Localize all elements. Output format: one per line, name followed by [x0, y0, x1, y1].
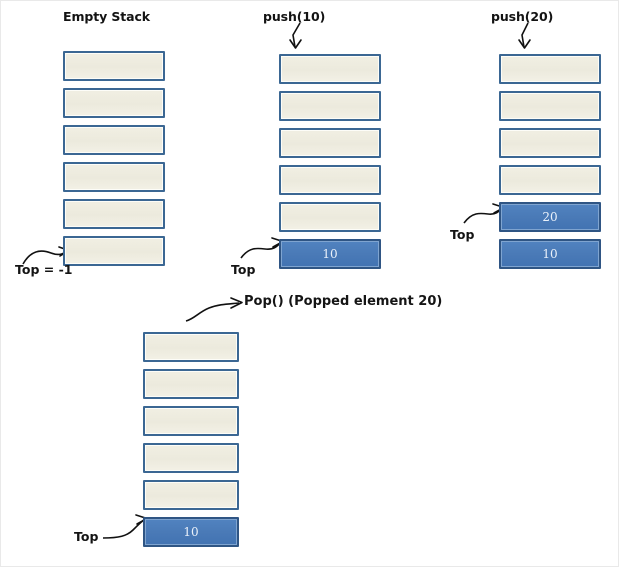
- stack4-cell-4[interactable]: [143, 480, 239, 510]
- stack1-cell-0[interactable]: [63, 51, 165, 81]
- stack1-title: Empty Stack: [63, 9, 151, 24]
- stack2-top-pointer-label: Top: [231, 262, 256, 277]
- stack3-top-pointer-label: Top: [450, 227, 475, 242]
- stack-push-20: push(20) 20 10 Top: [1, 1, 618, 291]
- stack2-cell-2[interactable]: [279, 128, 381, 158]
- stack3-cell-4-value: 20: [542, 210, 558, 224]
- stack4-cell-3[interactable]: [143, 443, 239, 473]
- stack3-cell-0[interactable]: [499, 54, 601, 84]
- stack-pop: Pop() (Popped element 20) 10 Top: [1, 291, 618, 566]
- stack4-cell-1[interactable]: [143, 369, 239, 399]
- stack2-cell-3[interactable]: [279, 165, 381, 195]
- stack4-top-pointer-label: Top: [74, 529, 99, 544]
- stack3-cell-2[interactable]: [499, 128, 601, 158]
- stack4-cell-2[interactable]: [143, 406, 239, 436]
- stack3-cell-3[interactable]: [499, 165, 601, 195]
- stack2-cell-5-value: 10: [322, 247, 338, 261]
- stack1-cell-3[interactable]: [63, 162, 165, 192]
- stack1-cell-5[interactable]: [63, 236, 165, 266]
- stack1-cell-4[interactable]: [63, 199, 165, 229]
- stack-push-10: push(10) 10 Top: [1, 1, 401, 291]
- stack4-title: Pop() (Popped element 20): [244, 294, 443, 309]
- stack2-cell-5[interactable]: 10: [279, 239, 381, 269]
- stack1-cell-2[interactable]: [63, 125, 165, 155]
- stack3-cell-5[interactable]: 10: [499, 239, 601, 269]
- stack3-cell-1[interactable]: [499, 91, 601, 121]
- stack3-cell-5-value: 10: [542, 247, 558, 261]
- stack1-cell-1[interactable]: [63, 88, 165, 118]
- stack4-cell-5-value: 10: [183, 525, 199, 539]
- stack2-cell-4[interactable]: [279, 202, 381, 232]
- stack3-title: push(20): [491, 9, 554, 24]
- stack3-cell-4[interactable]: 20: [499, 202, 601, 232]
- stack4-cell-5[interactable]: 10: [143, 517, 239, 547]
- stack2-cell-1[interactable]: [279, 91, 381, 121]
- stack2-cell-0[interactable]: [279, 54, 381, 84]
- stack1-top-pointer-label: Top = -1: [15, 262, 73, 277]
- stack2-title: push(10): [263, 9, 326, 24]
- stack-empty-stack: Empty Stack Top = -1: [1, 1, 201, 291]
- stack4-cell-0[interactable]: [143, 332, 239, 362]
